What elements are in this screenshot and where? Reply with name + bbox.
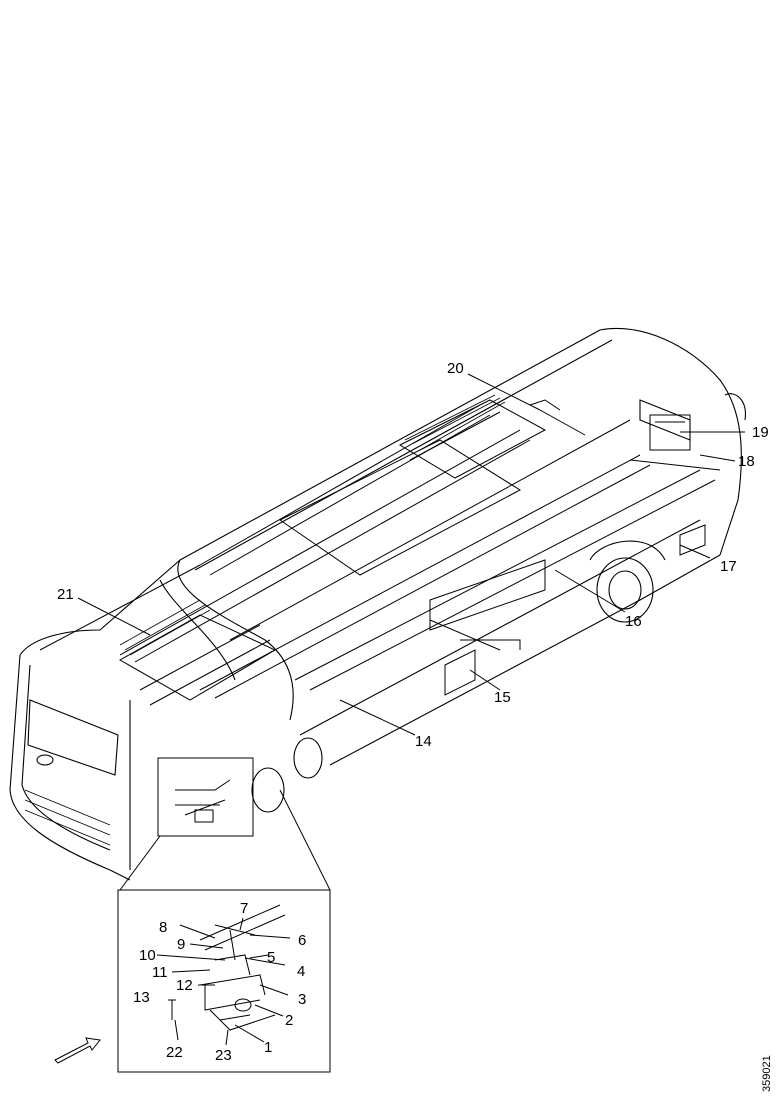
view-direction-arrow-icon [54,1037,101,1064]
callout-labels: 1 2 3 4 5 6 7 8 9 10 11 12 13 14 15 16 1… [57,360,769,1064]
callout-2: 2 [285,1012,293,1029]
callout-14: 14 [415,733,432,750]
roof-rails [39,404,716,699]
leader-lines [77,373,745,1046]
callout-13: 13 [133,989,150,1006]
callout-20: 20 [447,360,464,377]
callout-3: 3 [298,991,306,1008]
callout-18: 18 [738,453,755,470]
callout-4: 4 [297,963,305,980]
callout-17: 17 [720,558,737,575]
callout-12: 12 [176,977,193,994]
callout-6: 6 [298,932,306,949]
front-component-area [119,757,331,891]
callout-16: 16 [625,613,642,630]
callout-19: 19 [752,424,769,441]
callout-11: 11 [152,964,168,981]
callout-5: 5 [267,949,275,966]
roof-panels [118,394,547,706]
callout-21: 21 [57,586,74,603]
callout-15: 15 [494,689,511,706]
bus-body [9,327,746,881]
chassis-components [429,399,721,696]
callout-7: 7 [240,900,248,917]
callout-9: 9 [177,936,185,953]
callout-8: 8 [159,919,167,936]
callout-1: 1 [264,1039,272,1056]
callout-22: 22 [166,1044,183,1061]
callout-23: 23 [215,1047,232,1064]
callout-10: 10 [139,947,156,964]
document-number: 359021 [761,1055,773,1092]
detail-view-box [117,889,331,1073]
